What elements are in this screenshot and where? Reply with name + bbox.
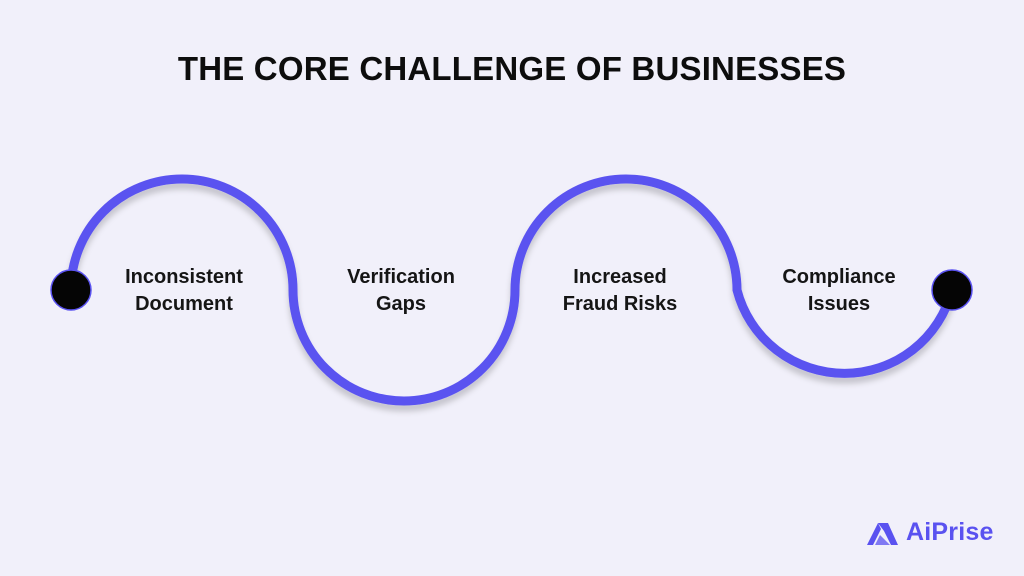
start-node <box>50 269 92 311</box>
aiprise-logo-icon <box>867 523 898 545</box>
step-label-line: Inconsistent <box>125 266 243 288</box>
brand-logo: AiPrise <box>864 515 994 549</box>
step-label-line: Issues <box>807 293 871 315</box>
page-title: THE CORE CHALLENGE OF BUSINESSES <box>177 50 847 87</box>
step-label-2: Verification Gaps <box>311 264 491 318</box>
step-label-line: Verification <box>347 266 455 288</box>
brand-name: AiPrise <box>906 517 994 546</box>
step-label-line: Compliance <box>782 266 896 288</box>
step-label-line: Increased <box>573 266 667 288</box>
end-node <box>931 269 973 311</box>
wave-path <box>66 174 957 406</box>
step-label-line: Gaps <box>375 293 427 315</box>
step-label-1: Inconsistent Document <box>94 264 274 318</box>
step-label-line: Document <box>135 293 233 315</box>
step-label-3: Increased Fraud Risks <box>530 264 710 318</box>
step-label-line: Fraud Risks <box>562 293 678 315</box>
step-label-4: Compliance Issues <box>749 264 929 318</box>
